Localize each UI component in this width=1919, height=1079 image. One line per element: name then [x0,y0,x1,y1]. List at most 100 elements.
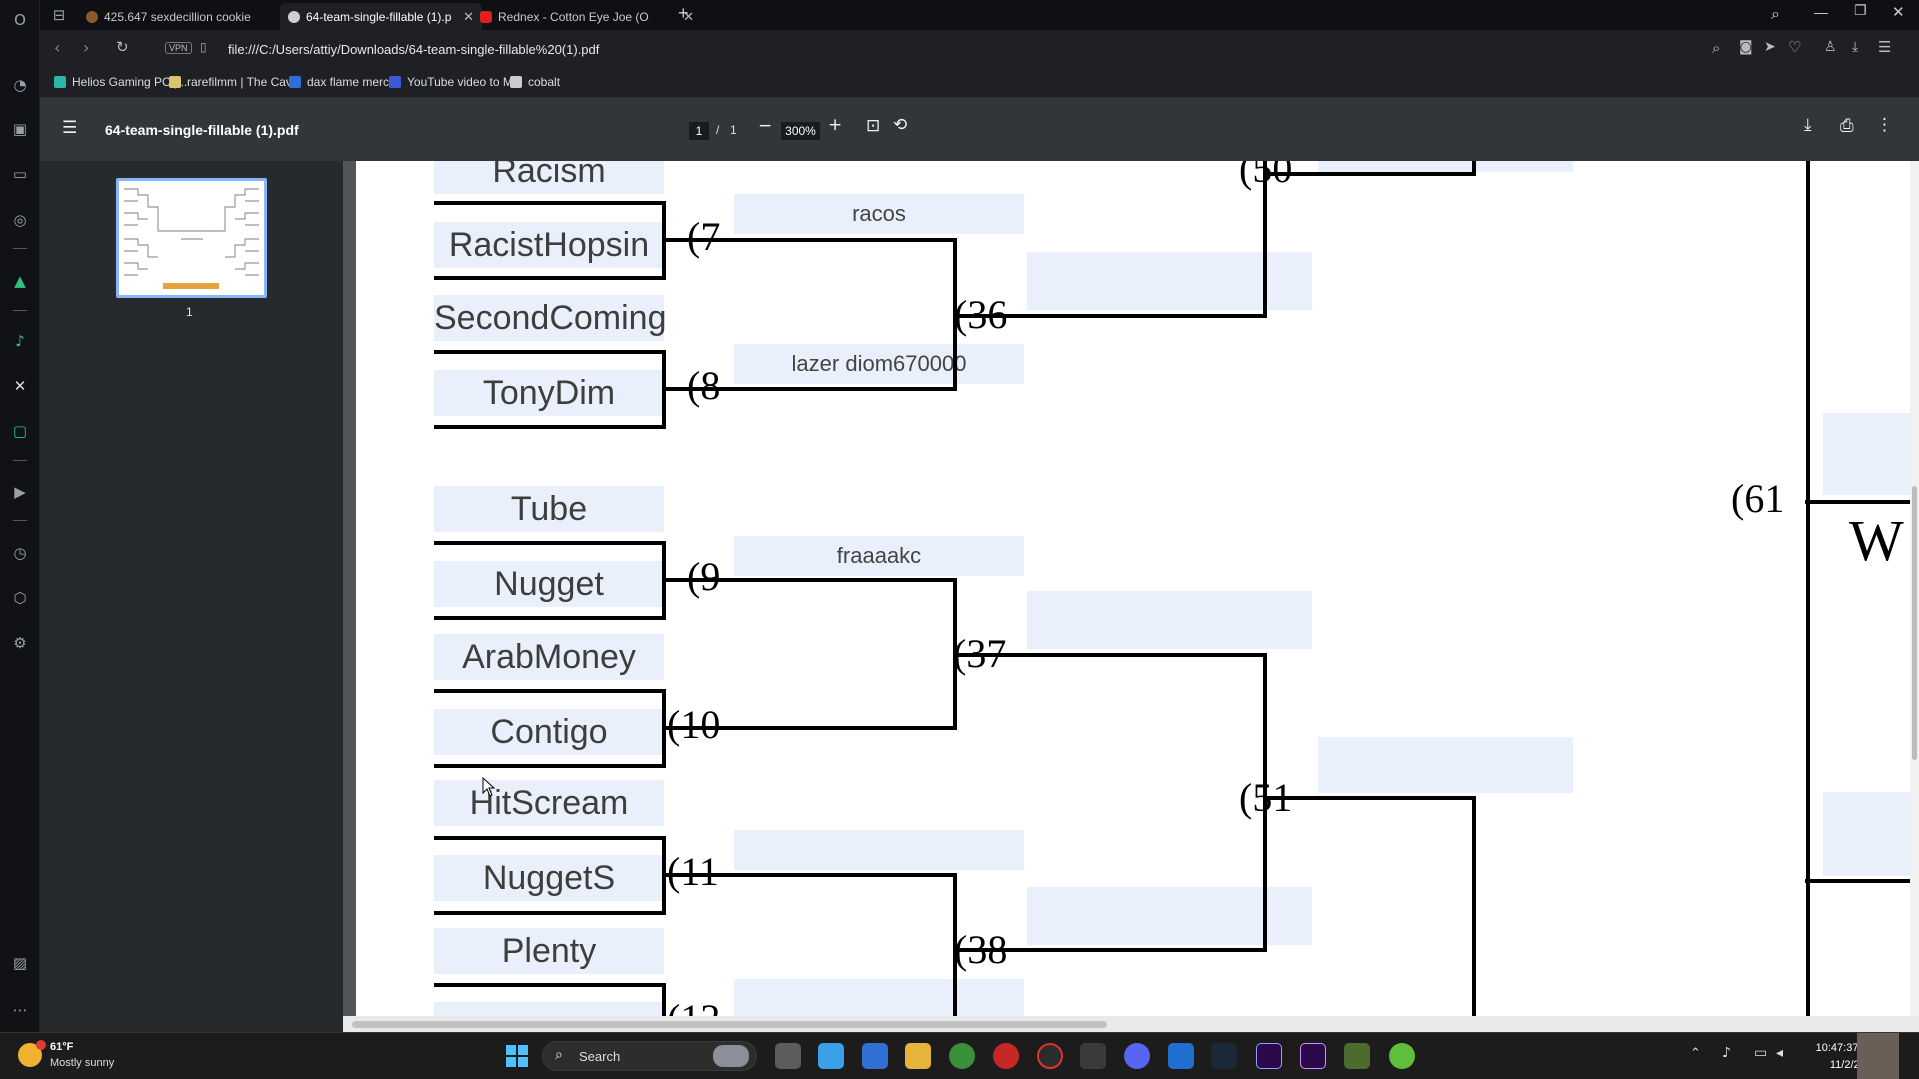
round2-pick-field[interactable] [734,830,1024,870]
x-twitter-icon[interactable]: ✕ [13,377,27,395]
tab-youtube-rednex[interactable]: Rednex - Cotton Eye Joe (O ✕ [472,3,702,30]
team-field[interactable]: HitScream [434,780,664,826]
close-window-button[interactable]: ✕ [1892,4,1905,21]
minimize-button[interactable]: — [1814,4,1828,20]
task-view-icon[interactable] [775,1043,801,1069]
twitch-icon[interactable]: ▭ [12,165,28,183]
volume-icon[interactable]: ◂ [1776,1045,1784,1061]
discord-icon[interactable]: ▢ [12,422,28,440]
ai-assistant-icon[interactable]: ◎ [13,211,27,229]
back-arrow-icon[interactable]: ‹ [54,38,61,57]
app-icon[interactable] [1080,1043,1106,1069]
round3-pick-field[interactable] [1027,252,1312,310]
vpn-badge[interactable]: VPN [165,42,192,54]
semifinal-pick-field[interactable] [1823,413,1919,495]
more-options-icon[interactable]: ⋮ [1876,115,1893,135]
pinboard-icon[interactable]: ▨ [12,954,28,972]
download-icon[interactable]: ⤓ [1804,115,1812,135]
microphone-icon[interactable]: ♪ [1722,1045,1731,1061]
opera-gx-icon[interactable] [993,1043,1019,1069]
round2-pick-field[interactable]: lazer diom670000 [734,344,1024,384]
page-number-input[interactable]: 1 [689,122,709,140]
zoom-out-icon[interactable]: − [758,116,773,136]
downloads-icon[interactable]: ⤓ [1852,39,1859,55]
tab-pdf-bracket[interactable]: 64-team-single-fillable (1).p ✕ [280,3,482,30]
microsoft-store-icon[interactable] [862,1043,888,1069]
copilot-icon[interactable] [818,1043,844,1069]
discord-taskbar-icon[interactable] [1124,1043,1150,1069]
round4-pick-field[interactable] [1318,161,1573,172]
forward-arrow-icon[interactable]: › [83,38,90,57]
round2-pick-field[interactable]: racos [734,194,1024,234]
player-icon[interactable]: ▶ [14,483,26,501]
close-tab-icon[interactable]: ✕ [463,8,474,24]
profile-icon[interactable]: ♙ [1824,39,1837,55]
team-field[interactable]: Tube [434,486,664,532]
chrome-icon[interactable] [949,1043,975,1069]
hamburger-menu-icon[interactable]: ☰ [62,118,78,138]
new-tab-button[interactable]: + [678,3,689,23]
after-effects-icon[interactable] [1256,1043,1282,1069]
windows-start-icon[interactable] [506,1045,528,1067]
tab-cookie-clicker[interactable]: 425.647 sexdecillion cookie ✕ [78,3,310,30]
page-thumbnail[interactable] [116,178,267,298]
page-info-icon[interactable]: ▯ [200,40,207,54]
bookmark-cobalt[interactable]: cobalt [510,75,560,89]
team-field[interactable]: Contigo [434,709,664,755]
opera-logo-icon[interactable]: O [14,11,26,29]
team-field[interactable]: RacistHopsin [434,222,664,268]
fit-page-icon[interactable]: ⊡ [866,116,881,136]
history-icon[interactable]: ◷ [13,544,27,562]
print-icon[interactable]: ⎙ [1840,116,1854,136]
settings-gear-icon[interactable]: ⚙ [13,634,27,652]
opera-icon[interactable] [1037,1043,1063,1069]
vertical-scroll-thumb[interactable] [1912,486,1917,760]
heart-icon[interactable]: ♡ [1788,38,1802,56]
app-icon[interactable] [1344,1043,1370,1069]
shopping-bag-icon[interactable]: ▣ [12,120,28,138]
tiktok-icon[interactable]: ♪ [15,332,25,350]
team-field[interactable]: Racism [434,161,664,194]
horizontal-scrollbar[interactable] [343,1016,1919,1032]
show-hidden-icons-chevron[interactable]: ⌃ [1690,1045,1701,1060]
round2-pick-field[interactable] [734,979,1024,1016]
team-field[interactable]: Nugget [434,561,664,607]
zoom-in-icon[interactable]: + [828,115,843,135]
more-dots-icon[interactable]: ⋯ [12,1001,28,1019]
zoom-level-input[interactable]: 300% [781,122,820,140]
bookmark-dax-flame[interactable]: dax flame merch [289,75,396,89]
steam-icon[interactable] [1211,1043,1237,1069]
app-icon[interactable] [1168,1043,1194,1069]
easy-setup-menu-icon[interactable]: ☰ [1878,38,1892,56]
taskbar-search-box[interactable]: ⌕ Search [542,1041,757,1071]
team-field[interactable]: SecondComing [434,295,666,341]
network-icon[interactable]: ▭ [1754,1045,1768,1061]
app-icon[interactable] [1389,1043,1415,1069]
team-field[interactable]: ArabMoney [434,634,664,680]
speed-dial-icon[interactable]: ◔ [13,76,27,94]
restore-button[interactable]: ❐ [1854,3,1867,19]
reload-icon[interactable]: ↻ [116,38,129,56]
rotate-icon[interactable]: ⟲ [893,115,908,135]
file-explorer-icon[interactable] [905,1043,931,1069]
team-field[interactable]: NuggetS [434,855,664,901]
semifinal-pick-field[interactable] [1823,792,1919,876]
send-icon[interactable]: ➤ [1764,39,1776,55]
tab-search-icon[interactable]: ⌕ [1771,4,1780,23]
url-field[interactable]: file:///C:/Users/attiy/Downloads/64-team… [228,42,600,57]
team-field[interactable] [434,1002,664,1016]
round4-pick-field[interactable] [1318,737,1573,793]
snapshot-camera-icon[interactable]: ◙ [1739,39,1753,55]
team-field[interactable]: TonyDim [434,370,664,416]
horizontal-scroll-thumb[interactable] [352,1021,1107,1028]
aria-icon[interactable]: ▲ [14,272,26,290]
round3-pick-field[interactable] [1027,591,1312,649]
team-field[interactable]: Plenty [434,928,664,974]
page-search-icon[interactable]: ⌕ [1712,39,1721,57]
weather-temperature[interactable]: 61°F [50,1041,74,1053]
close-tab-icon[interactable]: ✕ [683,8,694,24]
weather-description[interactable]: Mostly sunny [50,1057,115,1069]
bookmark-helios[interactable]: Helios Gaming PC |... [54,75,187,89]
tab-islands-icon[interactable]: ⊟ [52,6,66,24]
bookmark-youtube-to-mp3[interactable]: YouTube video to M... [389,75,523,89]
